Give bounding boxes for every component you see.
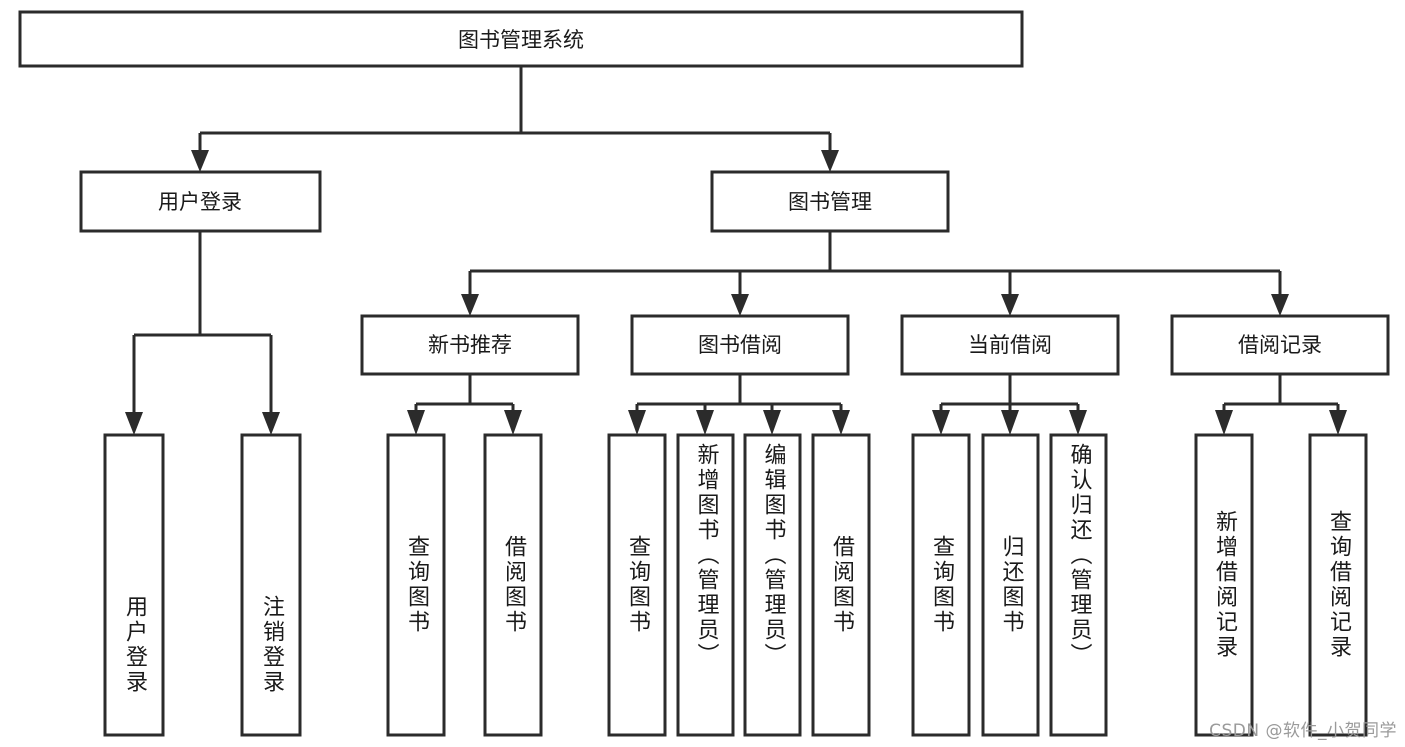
- leaf-box-6[interactable]: [676, 433, 735, 737]
- arrow-leaf-12: [1215, 410, 1233, 435]
- arrow-book-borrow: [731, 294, 749, 316]
- arrow-leaf-1: [125, 412, 143, 435]
- arrow-leaf-10: [1001, 410, 1019, 435]
- node-new-book[interactable]: [360, 314, 580, 376]
- arrow-book-manage: [821, 150, 839, 172]
- node-root-label: 图书管理系统: [458, 28, 584, 52]
- arrow-leaf-8: [832, 410, 850, 435]
- arrow-leaf-3: [407, 410, 425, 435]
- node-book-manage[interactable]: [710, 170, 950, 233]
- watermark-text: CSDN @软件_小贺同学: [1209, 721, 1397, 741]
- leaf-box-4[interactable]: [483, 433, 543, 737]
- node-borrow-record[interactable]: [1170, 314, 1390, 376]
- leaf-box-1[interactable]: [103, 433, 165, 737]
- leaf-box-3[interactable]: [386, 433, 446, 737]
- node-new-book-label: 新书推荐: [428, 333, 512, 357]
- arrow-leaf-5: [628, 410, 646, 435]
- leaf-box-11[interactable]: [1049, 433, 1108, 737]
- arrow-user-login: [191, 150, 209, 172]
- arrow-leaf-11: [1069, 410, 1087, 435]
- arrow-borrow-record: [1271, 294, 1289, 316]
- leaf-box-8[interactable]: [811, 433, 871, 737]
- arrow-leaf-13: [1329, 410, 1347, 435]
- node-borrow-record-label: 借阅记录: [1238, 333, 1322, 357]
- arrow-leaf-6: [696, 410, 714, 435]
- leaf-box-10[interactable]: [981, 433, 1040, 737]
- node-book-borrow[interactable]: [630, 314, 850, 376]
- node-user-login-label: 用户登录: [158, 190, 242, 214]
- leaf-box-7[interactable]: [743, 433, 802, 737]
- node-book-borrow-label: 图书借阅: [698, 333, 782, 357]
- arrow-leaf-2: [262, 412, 280, 435]
- node-current-borrow[interactable]: [900, 314, 1120, 376]
- leaf-box-9[interactable]: [911, 433, 971, 737]
- node-root[interactable]: [18, 10, 1024, 68]
- node-current-borrow-label: 当前借阅: [968, 333, 1052, 357]
- node-layer: 图书管理系统 用户登录 图书管理 新书推荐 图书借阅 当前借阅 借阅记录: [18, 10, 1390, 737]
- leaf-box-12[interactable]: [1194, 433, 1254, 737]
- edge-layer: [125, 66, 1347, 435]
- node-user-login[interactable]: [79, 170, 322, 233]
- arrow-new-book: [461, 294, 479, 316]
- arrow-leaf-4: [504, 410, 522, 435]
- leaf-box-13[interactable]: [1308, 433, 1368, 737]
- arrow-leaf-9: [932, 410, 950, 435]
- node-book-manage-label: 图书管理: [788, 190, 872, 214]
- arrow-leaf-7: [763, 410, 781, 435]
- leaf-box-2[interactable]: [240, 433, 302, 737]
- leaf-box-5[interactable]: [607, 433, 667, 737]
- arrow-current-borrow: [1001, 294, 1019, 316]
